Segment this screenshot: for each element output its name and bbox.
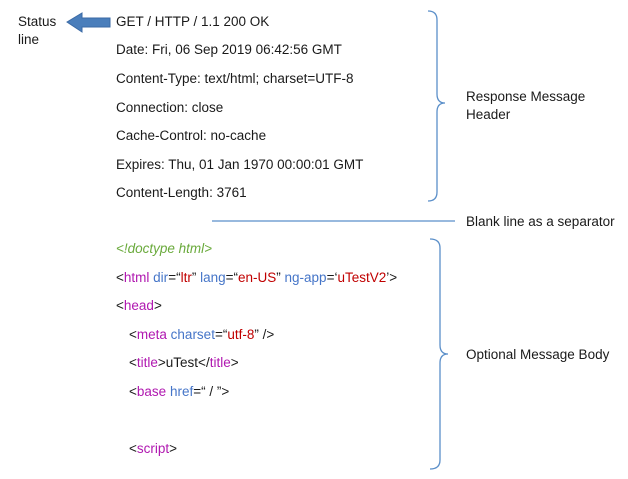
code-token-punct: >uTest</	[157, 355, 210, 370]
separator-label: Blank line as a separator	[466, 214, 615, 229]
code-token-punct: =“	[214, 327, 228, 342]
code-token-attr: charset	[170, 327, 215, 342]
code-token-punct: ”	[191, 270, 201, 285]
code-token-tag: html	[123, 270, 150, 285]
code-token-punct: <	[129, 327, 137, 342]
code-token-punct: >	[230, 355, 239, 370]
body-label: Optional Message Body	[466, 347, 610, 362]
code-token-attr: href	[169, 384, 194, 399]
code-token-punct: >	[153, 298, 162, 313]
code-token-punct: <	[116, 298, 124, 313]
header-line-cache-control: Cache-Control: no-cache	[116, 128, 267, 143]
code-token-val: uTestV2	[337, 270, 387, 285]
status-arrow-icon	[66, 12, 111, 33]
code-token-punct: >	[169, 441, 178, 456]
header-bracket	[427, 10, 446, 202]
code-token-val: ltr	[180, 270, 192, 285]
body-line-meta: <meta charset=“utf-8” />	[129, 327, 274, 343]
code-token-tag: meta	[136, 327, 167, 342]
code-token-tag: title	[209, 355, 231, 370]
code-token-punct: <	[129, 441, 137, 456]
code-token-attr: dir	[153, 270, 169, 285]
header-line-expires: Expires: Thu, 01 Jan 1970 00:00:01 GMT	[116, 157, 364, 172]
body-bracket	[429, 238, 449, 470]
code-token-punct: ”	[276, 270, 285, 285]
code-token-tag: script	[136, 441, 170, 456]
code-token-tag: head	[123, 298, 154, 313]
code-token-val: utf-8	[227, 327, 255, 342]
code-token-punct: =“ / ”>	[193, 384, 230, 399]
body-line-title: <title>uTest</title>	[129, 355, 239, 371]
code-token-punct: =“	[225, 270, 238, 285]
code-token-tag: base	[136, 384, 167, 399]
code-token-attr: ng-app	[284, 270, 327, 285]
code-token-punct: =‘	[326, 270, 338, 285]
response-header-label-text: Response Message Header	[466, 89, 586, 122]
header-line-content-length: Content-Length: 3761	[116, 185, 247, 200]
status-line-label: Status line	[18, 14, 57, 47]
body-line-head: <head>	[116, 298, 162, 314]
body-line-base: <base href=“ / ”>	[129, 384, 229, 400]
header-line-date: Date: Fri, 06 Sep 2019 06:42:56 GMT	[116, 42, 342, 57]
code-token-attr: lang	[200, 270, 226, 285]
code-token-punct: <	[116, 270, 124, 285]
header-line-connection: Connection: close	[116, 100, 224, 115]
code-token-tag: title	[136, 355, 158, 370]
code-token-punct: <	[129, 355, 137, 370]
body-line-doctype: <!doctype html>	[116, 241, 213, 256]
code-token-punct: ’>	[386, 270, 398, 285]
code-token-val: en-US	[238, 270, 277, 285]
header-line-content-type: Content-Type: text/html; charset=UTF-8	[116, 71, 354, 86]
code-token-punct: ” />	[254, 327, 275, 342]
code-token-punct: <	[129, 384, 137, 399]
body-line-script: <script>	[129, 441, 177, 457]
header-line-status: GET / HTTP / 1.1 200 OK	[116, 14, 270, 29]
code-token-punct: =“	[168, 270, 181, 285]
body-line-html: <html dir=“ltr” lang=“en-US” ng-app=‘uTe…	[116, 270, 397, 286]
response-header-label: Response Message Header	[466, 88, 616, 124]
